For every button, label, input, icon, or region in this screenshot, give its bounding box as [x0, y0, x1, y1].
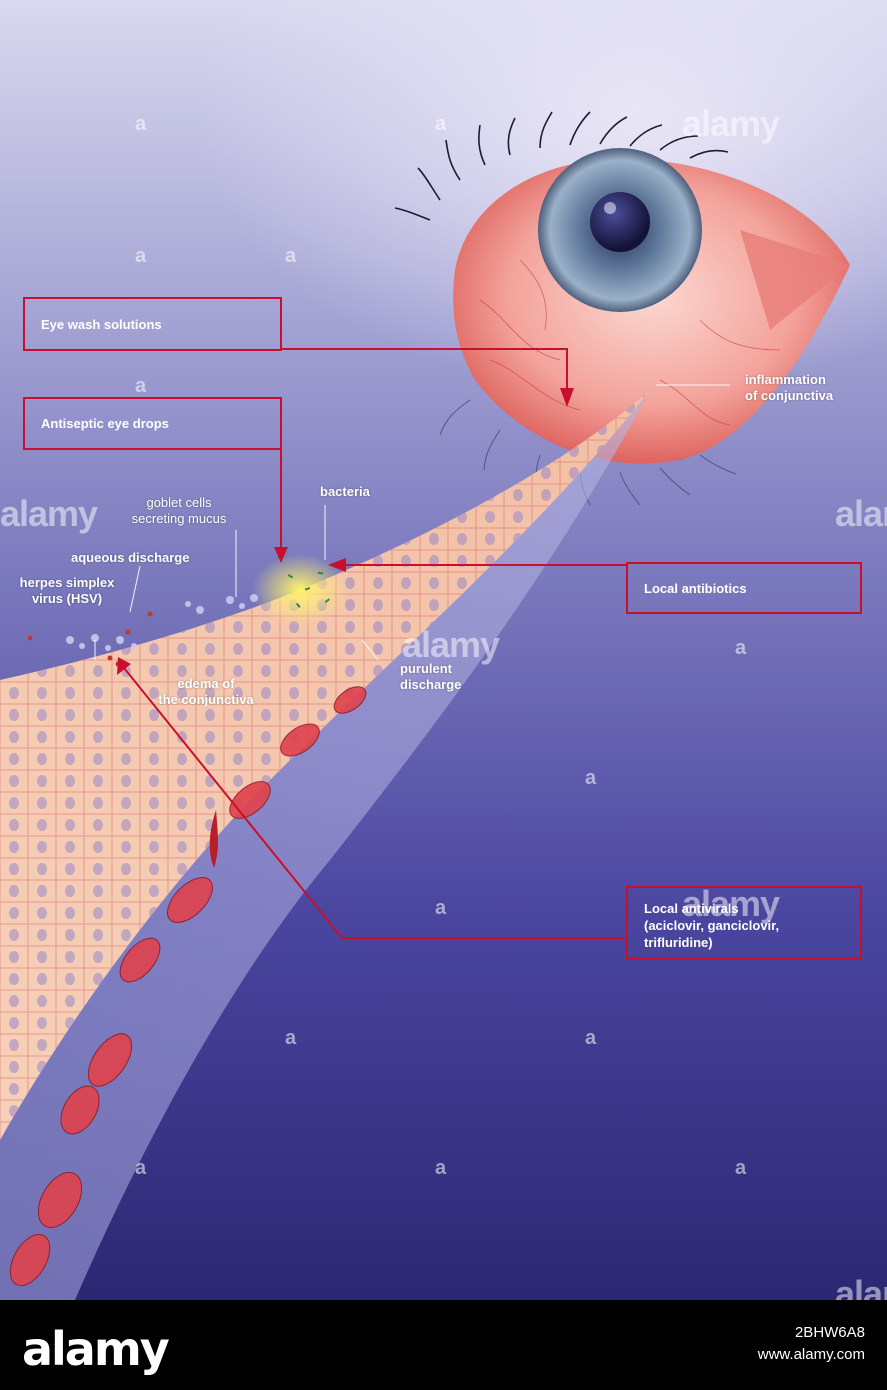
eye-wash-label: Eye wash solutions: [41, 316, 162, 332]
watermark-mark: a: [135, 245, 147, 267]
watermark-mark: a: [585, 1027, 597, 1049]
watermark-mark: a: [285, 1027, 297, 1049]
watermark-mark: a: [735, 637, 747, 659]
bacteria-label: bacteria: [320, 484, 370, 499]
hsv-label: herpes simplex virus (HSV): [19, 575, 115, 606]
watermark-mark: a: [735, 1157, 747, 1179]
conjunctivitis-illustration: [0, 0, 887, 1300]
watermark-mark: a: [285, 245, 297, 267]
purulent-discharge-label: purulent discharge: [400, 661, 462, 692]
eye-wash-callout: Eye wash solutions: [23, 297, 282, 351]
eye-illustration: [394, 111, 850, 506]
watermark-mark: a: [435, 897, 447, 919]
watermark-mark: a: [435, 1157, 447, 1179]
conjunctiva-cross-section: [0, 390, 650, 1300]
edema-label: edema of the conjunctiva: [158, 676, 254, 707]
alamy-logo: alamy: [22, 1322, 170, 1376]
antiseptic-callout: Antiseptic eye drops: [23, 397, 282, 450]
goblet-cells-label: goblet cells secreting mucus: [131, 495, 227, 526]
image-credit: 2BHW6A8 www.alamy.com: [758, 1322, 865, 1366]
image-id: 2BHW6A8: [794, 1324, 865, 1341]
antivirals-callout: Local antivirals (aciclovir, ganciclovir…: [626, 886, 862, 960]
watermark-mark: a: [135, 375, 147, 397]
antibiotics-callout: Local antibiotics: [626, 562, 862, 614]
antivirals-label-line3: trifluridine): [644, 935, 713, 950]
watermark-logo: alamy: [0, 493, 98, 534]
watermark-mark: a: [135, 1157, 147, 1179]
watermark-mark: a: [135, 113, 147, 135]
watermark-logo: alamy: [402, 624, 500, 665]
aqueous-discharge-label: aqueous discharge: [71, 550, 190, 565]
site-url: www.alamy.com: [757, 1346, 865, 1363]
antibiotics-label: Local antibiotics: [644, 580, 747, 596]
inflammation-label: inflammation of conjunctiva: [745, 372, 834, 403]
antiseptic-label: Antiseptic eye drops: [41, 416, 169, 431]
watermark-logo: alamy: [835, 493, 887, 534]
stock-footer: alamy 2BHW6A8 www.alamy.com: [0, 1300, 887, 1390]
watermark-mark: a: [585, 767, 597, 789]
watermark-logo: alamy: [682, 103, 780, 144]
antivirals-label-line1: Local antivirals: [644, 901, 739, 916]
antivirals-label-line2: (aciclovir, ganciclovir,: [644, 918, 780, 933]
watermark-mark: a: [435, 113, 447, 135]
watermark-logo: alamy: [682, 883, 780, 924]
